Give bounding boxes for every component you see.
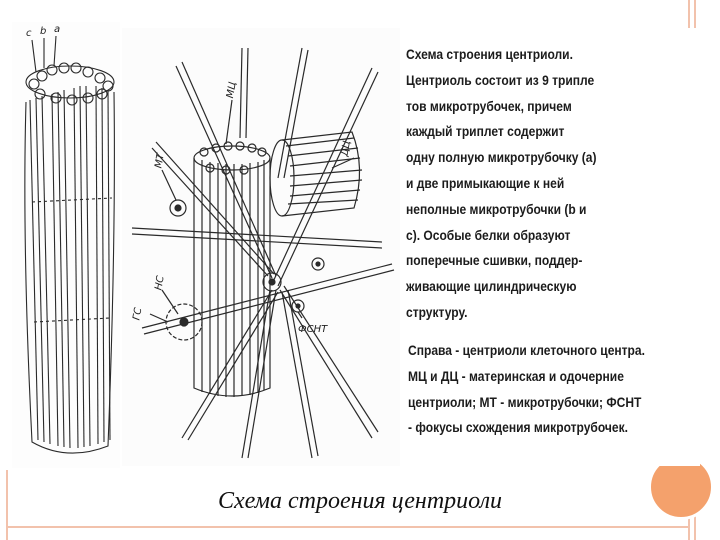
description-line: и две примыкающие к ней (406, 174, 565, 191)
description-line: неполные микротрубочки (b и (406, 200, 587, 217)
description-line: живающие цилиндрическую (406, 278, 577, 295)
description-text: Схема строения центриоли. Центриоль сост… (406, 42, 597, 326)
description-panel (400, 28, 700, 466)
description-line: поперечные сшивки, поддер- (406, 252, 583, 269)
description-line: структуру. (406, 303, 468, 320)
description-line: Центриоль состоит из 9 трипле (406, 71, 595, 88)
legend-line: Справа - центриоли клеточного центра. (408, 342, 645, 358)
label-mc: МЦ (225, 81, 239, 99)
slide-frame-line (6, 526, 690, 528)
triplet-label-c: c (26, 28, 32, 39)
triplet-label-b: b (40, 26, 46, 37)
description-line: тов микротрубочек, причем (406, 97, 572, 114)
centriole-cylinder-illustration: c b a (12, 22, 120, 468)
legend-line: центриоли; МТ - микротрубочки; ФСНТ (408, 393, 642, 410)
label-ns: НС (153, 275, 166, 291)
legend-text: Справа - центриоли клеточного центра. МЦ… (408, 338, 645, 441)
label-mt: МТ (153, 152, 167, 169)
legend-line: МЦ и ДЦ - материнская и одочерние (408, 367, 624, 384)
slide-frame-line (6, 470, 8, 540)
legend-line: - фокусы схождения микротрубочек. (408, 419, 628, 436)
label-fsnt: ФСНТ (298, 324, 328, 335)
description-line: одну полную микротрубочку (а) (406, 149, 597, 166)
slide-caption: Схема строения центриоли (217, 488, 503, 514)
triplet-label-a: a (54, 24, 60, 35)
description-line: Схема строения центриоли. (406, 46, 573, 62)
label-gs: ГС (131, 307, 144, 321)
description-line: каждый триплет содержит (406, 123, 565, 140)
label-dc: ДЦ (339, 140, 353, 158)
centrosome-illustration: МЦ ДЦ МТ НС ГС ФСНТ (122, 28, 408, 466)
description-line: с). Особые белки образуют (406, 226, 571, 243)
